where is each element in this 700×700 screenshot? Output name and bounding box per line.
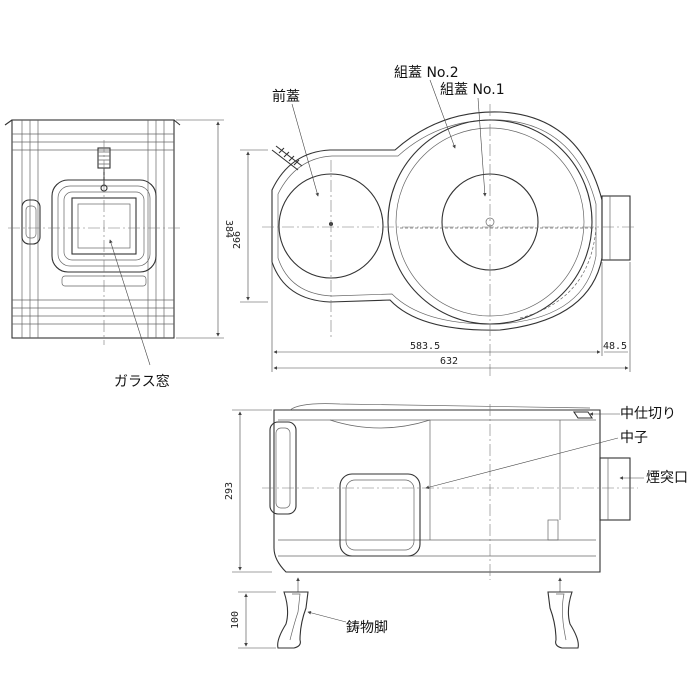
label-middle-partition: 中仕切り — [620, 406, 676, 422]
cast-leg-right — [547, 591, 579, 649]
front-handle — [21, 199, 41, 245]
cast-legs-view: 100 鋳物脚 — [230, 577, 579, 649]
glass-window-pane — [71, 197, 137, 255]
side-body-outline — [273, 409, 601, 573]
label-inner-core: 中子 — [620, 430, 648, 446]
cast-leg-left — [277, 591, 309, 649]
dim-plan-outlet: 48.5 — [603, 341, 627, 352]
front-body-outline — [11, 119, 175, 339]
dim-plan-depth: 266 — [232, 231, 243, 249]
side-door — [269, 421, 297, 515]
label-front-lid: 前蓋 — [272, 88, 300, 105]
dim-side-height: 293 — [224, 482, 235, 500]
side-view: 293 中仕切り 中子 煙突口 — [224, 403, 688, 580]
label-lid-no2: 組蓋 No.2 — [394, 65, 459, 81]
label-glass-window: ガラス窓 — [114, 373, 170, 390]
front-lid-circle — [278, 173, 384, 279]
front-view: 384 ガラス窓 — [4, 119, 234, 390]
dim-plan-length: 583.5 — [410, 341, 440, 352]
side-flue-outlet — [599, 457, 631, 521]
dim-leg-height: 100 — [230, 611, 241, 629]
dim-front-height: 384 — [223, 220, 234, 238]
side-inner-window — [339, 473, 421, 557]
label-flue-outlet: 煙突口 — [646, 470, 688, 486]
plan-view: 266 583.5 48.5 632 前蓋 組蓋 No.2 組蓋 No.1 — [232, 65, 636, 378]
label-cast-legs: 鋳物脚 — [346, 619, 388, 636]
label-lid-no1: 組蓋 No.1 — [440, 82, 505, 98]
plan-flue-outlet — [601, 195, 631, 261]
dim-plan-total: 632 — [440, 356, 458, 367]
